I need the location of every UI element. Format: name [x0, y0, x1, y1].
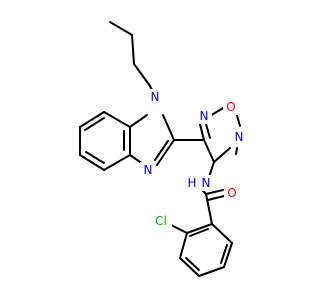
bond-benz-5 — [103, 154, 131, 171]
bond-carbonyl-b — [207, 195, 225, 201]
bond-ring2-1 — [186, 223, 213, 234]
bond-butyl-2 — [131, 34, 135, 65]
bond-ring2-inner-2 — [185, 257, 200, 271]
bond-oxa-1b — [205, 123, 211, 139]
bond-layer — [79, 21, 241, 277]
bond-imid-3 — [162, 114, 175, 141]
bond-ring2-4 — [198, 266, 225, 277]
bond-benz-2 — [79, 111, 105, 128]
bond-butyl-3 — [133, 63, 151, 87]
bond-oxa-1 — [199, 123, 205, 141]
bond-oxa-4 — [213, 147, 231, 163]
bond-imid-4 — [156, 139, 175, 166]
bond-oxa-4b — [235, 147, 238, 155]
bond-butyl-1 — [109, 21, 133, 36]
molecule-structure: N N N O N N H O Cl — [79, 21, 247, 277]
bond-oxa-5 — [203, 139, 215, 163]
atom-n-oxadiazole-5: N — [235, 130, 244, 144]
atom-o-oxadiazole: O — [226, 100, 235, 114]
bond-ring2-inner-3 — [220, 244, 228, 264]
bond-oxa-2 — [209, 107, 224, 117]
atom-n-benzimidazole-1: N — [151, 90, 160, 104]
atom-label-layer: N N N O N N H O Cl — [140, 89, 247, 229]
bond-benz-4 — [79, 154, 105, 171]
bond-ring2-inner-1 — [189, 228, 209, 237]
bond-ring2-3 — [179, 257, 200, 277]
bond-benz-inner-1 — [84, 117, 105, 131]
bond-ring2-2 — [179, 232, 188, 259]
atom-h-amide: H — [187, 176, 196, 190]
bond-imid-4b — [154, 140, 169, 161]
bond-ring2-6 — [211, 223, 233, 244]
atom-n-benzimidazole-3: N — [144, 163, 153, 177]
atom-cl: Cl — [155, 214, 167, 228]
bond-carbonyl — [205, 189, 224, 195]
bond-imid-1 — [129, 114, 148, 128]
bond-benzoyl-a — [205, 193, 213, 225]
bond-benz-inner-2 — [85, 151, 105, 164]
bond-benz-1 — [103, 111, 131, 128]
atom-n-amide: N — [202, 176, 211, 190]
atom-o-carbonyl: O — [227, 186, 236, 200]
bond-ring2-5 — [223, 242, 233, 268]
atom-n-oxadiazole-2: N — [200, 109, 209, 123]
